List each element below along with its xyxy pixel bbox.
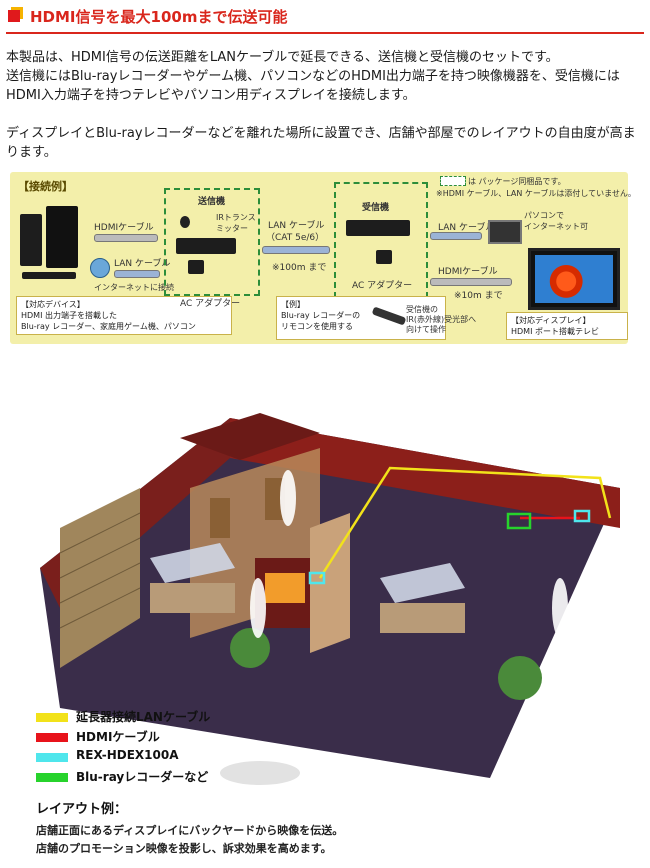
remote-line-2: リモコンを使用する: [281, 322, 353, 331]
store-layout-illustration: [40, 413, 620, 785]
layout-example-line-2: 店舗のプロモーション映像を投影し、訴求効果を高めます。: [36, 842, 332, 855]
ac-adapter-2-label: AC アダプター: [352, 281, 413, 291]
section-title: HDMI信号を最大100mまで伝送可能: [30, 8, 288, 26]
back-wall-right: [230, 418, 620, 528]
remote-title: 【例】: [281, 300, 305, 309]
remote-desc-3: 向けて操作: [406, 325, 446, 334]
legend-swatch-device: [36, 753, 68, 762]
door-right: [265, 478, 285, 520]
bookshelf: [60, 488, 140, 668]
bluray-marker: [506, 512, 532, 530]
remote-desc-1: 受信機の: [406, 305, 438, 314]
ac-adapter-1-label: AC アダプター: [180, 299, 241, 309]
intro-paragraph: 本製品は、HDMI信号の伝送距離をLANケーブルで延長できる、送信機と受信機のセ…: [6, 48, 642, 105]
ac-adapter-1-icon: [188, 260, 204, 274]
book-rows: [59, 512, 141, 629]
receiver-unit-icon: [346, 220, 410, 236]
hdmi-cable-left-label: HDMIケーブル: [94, 223, 154, 233]
hdmi-cable-right-label: HDMIケーブル: [438, 267, 498, 277]
diagram-label: 【接続例】: [18, 180, 73, 193]
tv-display-icon: [528, 248, 620, 310]
layout-example-line-1: 店舗正面にあるディスプレイにバックヤードから映像を伝送。: [36, 824, 344, 837]
receiver-label: 受信機: [362, 203, 390, 213]
legend-label-hdmi: HDMIケーブル: [76, 730, 160, 744]
lan-cable-left-label: LAN ケーブル: [114, 259, 171, 269]
remote-line-1: Blu-ray レコーダーの: [281, 311, 361, 320]
up-to-10m-label: ※10m まで: [454, 291, 503, 301]
intro-line-2: 送信機にはBlu-rayレコーダーやゲーム機、パソコンなどのHDMI出力端子を持…: [6, 69, 620, 103]
legend-label-bluray: Blu-rayレコーダーなど: [76, 770, 209, 784]
globe-icon: [90, 258, 110, 278]
display-case-right: [380, 563, 465, 603]
ir-transmitter-label: IRトランス ミッター: [216, 213, 256, 233]
sender-marker: [573, 509, 591, 523]
game-console-icon: [46, 206, 78, 268]
partition-wall: [180, 413, 320, 460]
intro-line-1: 本製品は、HDMI信号の伝送距離をLANケーブルで延長できる、送信機と受信機のセ…: [6, 50, 559, 65]
display-note: 【対応ディスプレイ】 HDMI ポート搭載テレビ: [506, 312, 628, 340]
header-rule: [6, 32, 644, 34]
sender-group: [164, 188, 260, 296]
legend-swatch-hdmi: [36, 733, 68, 742]
intro-paragraph-2: ディスプレイとBlu-rayレコーダーなどを離れた場所に設置でき、店舗や部屋での…: [6, 126, 636, 160]
display-case-left: [150, 543, 235, 583]
source-devices-line-1: HDMI 出力端子を搭載した: [21, 311, 117, 320]
lan-cable-mid-label: LAN ケーブル: [268, 221, 325, 231]
package-swatch-icon: [440, 176, 466, 186]
display-case-left-base: [150, 583, 235, 613]
package-note: は パッケージ同梱品です。: [468, 177, 566, 186]
legend-label-lan: 延長器接続LANケーブル: [76, 710, 211, 724]
lan-cable-mid-icon: [262, 246, 330, 254]
tv-screen-flower-icon: [535, 255, 613, 303]
display-title: 【対応ディスプレイ】: [511, 316, 591, 325]
intro-text: 本製品は、HDMI信号の伝送距離をLANケーブルで延長できる、送信機と受信機のセ…: [6, 48, 642, 181]
up-to-100m-label: ※100m まで: [272, 263, 327, 273]
hdmi-cable-right-icon: [430, 278, 512, 286]
sender-label: 送信機: [198, 197, 226, 207]
legend-item-device: REX-HDEX100A: [36, 748, 276, 766]
lan-cat-label: （CAT 5e/6）: [266, 233, 325, 243]
source-devices-title: 【対応デバイス】: [21, 300, 85, 309]
ir-transmitter-icon: [180, 216, 190, 228]
ac-adapter-2-icon: [376, 250, 392, 264]
internet-left-label: インターネットに接続: [94, 283, 174, 292]
lan-cable-left-icon: [114, 270, 160, 278]
legend-item-hdmi: HDMIケーブル: [36, 728, 276, 746]
lan-cable-right-icon: [430, 232, 482, 240]
tv-screen: [265, 573, 305, 603]
plant-left: [230, 628, 270, 668]
person-silhouette-2: [250, 578, 266, 638]
cable-not-included-note: ※HDMI ケーブル、LAN ケーブルは添付していません。: [436, 189, 636, 198]
legend-swatch-bluray: [36, 773, 68, 782]
receiver-marker: [308, 571, 326, 585]
legend-label-device: REX-HDEX100A: [76, 748, 179, 762]
laptop-icon: [488, 220, 522, 244]
display-line: HDMI ポート搭載テレビ: [511, 327, 599, 336]
legend-item-lan: 延長器接続LANケーブル: [36, 708, 276, 726]
recorder-icon: [22, 272, 76, 279]
hdmi-cable-left-icon: [94, 234, 158, 242]
door-left: [210, 498, 230, 538]
legend-swatch-lan: [36, 713, 68, 722]
section-header: HDMI信号を最大100mまで伝送可能: [0, 0, 650, 36]
pc-internet-label: パソコンで インターネット可: [524, 211, 588, 231]
header-bullet-icon: [8, 10, 20, 22]
remote-note: 【例】 Blu-ray レコーダーの リモコンを使用する: [276, 296, 446, 340]
legend-item-bluray: Blu-rayレコーダーなど: [36, 768, 276, 786]
source-devices-note: 【対応デバイス】 HDMI 出力端子を搭載した Blu-ray レコーダー、家庭…: [16, 296, 232, 335]
person-shadow: [220, 761, 300, 785]
lan-cable-right-label: LAN ケーブル: [438, 223, 495, 233]
remote-desc-2: IR(赤外線)受光部へ: [406, 315, 477, 324]
person-silhouette-3: [552, 578, 568, 638]
connection-diagram: 【接続例】 HDMIケーブル LAN ケーブル インターネットに接続 【対応デバ…: [10, 172, 636, 344]
source-devices-line-2: Blu-ray レコーダー、家庭用ゲーム機、パソコン: [21, 322, 196, 331]
person-silhouette-1: [280, 470, 296, 526]
lan-cable-path: [318, 466, 612, 579]
layout-example-title: レイアウト例：: [36, 802, 128, 817]
sender-unit-icon: [176, 238, 236, 254]
display-case-right-base: [380, 603, 465, 633]
plant-right: [498, 656, 542, 700]
bluray-tower-icon: [20, 214, 42, 266]
